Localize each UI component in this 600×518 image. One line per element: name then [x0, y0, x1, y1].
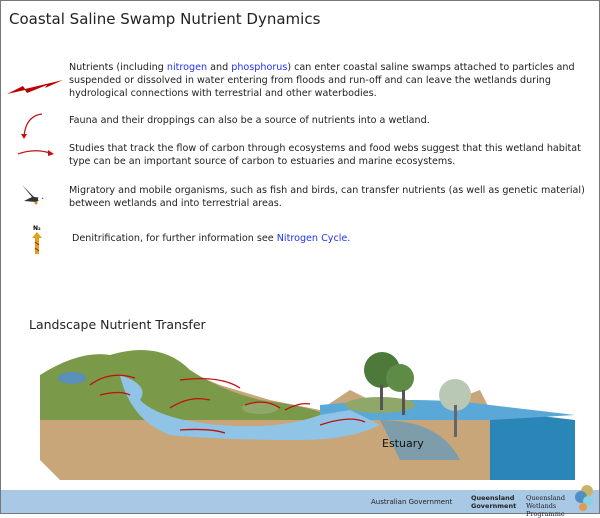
curved-down-arrow-icon [21, 113, 43, 139]
curved-right-arrow-icon [17, 150, 54, 156]
nitrogen-cycle-link[interactable]: Nitrogen Cycle. [276, 233, 351, 244]
legend-item-fauna: Fauna and their droppings can also be a … [69, 115, 430, 126]
queensland-wetlands-logo: Queensland Wetlands Programme [526, 494, 566, 518]
phosphorus-link[interactable]: phosphorus [231, 62, 288, 73]
n2-arrow-icon [32, 232, 42, 254]
n2-label: N₂ [33, 225, 41, 232]
diagram-title: Landscape Nutrient Transfer [29, 317, 206, 332]
landscape-diagram [40, 350, 575, 480]
nitrogen-link[interactable]: nitrogen [166, 62, 208, 73]
footer-bar: Australian Government Queensland Governm… [1, 485, 599, 518]
legend-item-carbon: Studies that track the flow of carbon th… [69, 143, 581, 167]
legend-text: Nutrients (including [69, 62, 167, 73]
legend-text: and [207, 62, 232, 73]
queensland-government-logo: Queensland Government [471, 494, 517, 510]
estuary-label: Estuary [382, 437, 424, 450]
page-title: Coastal Saline Swamp Nutrient Dynamics [9, 10, 321, 28]
red-double-arrow-icon [7, 80, 63, 94]
legend-item-denitrification: Denitrification, for further information… [72, 233, 597, 246]
bird-icon [22, 185, 44, 205]
legend-item-migration: Migratory and mobile organisms, such as … [69, 185, 585, 209]
legend-text: Denitrification, for further information… [72, 233, 277, 244]
wetlands-circles-icon [575, 485, 593, 511]
legend-text: ) can enter coastal saline swamps attach… [69, 62, 575, 99]
australian-government-logo: Australian Government [371, 498, 453, 506]
legend-item-nutrients: Nutrients (including nitrogen and phosph… [69, 62, 594, 100]
